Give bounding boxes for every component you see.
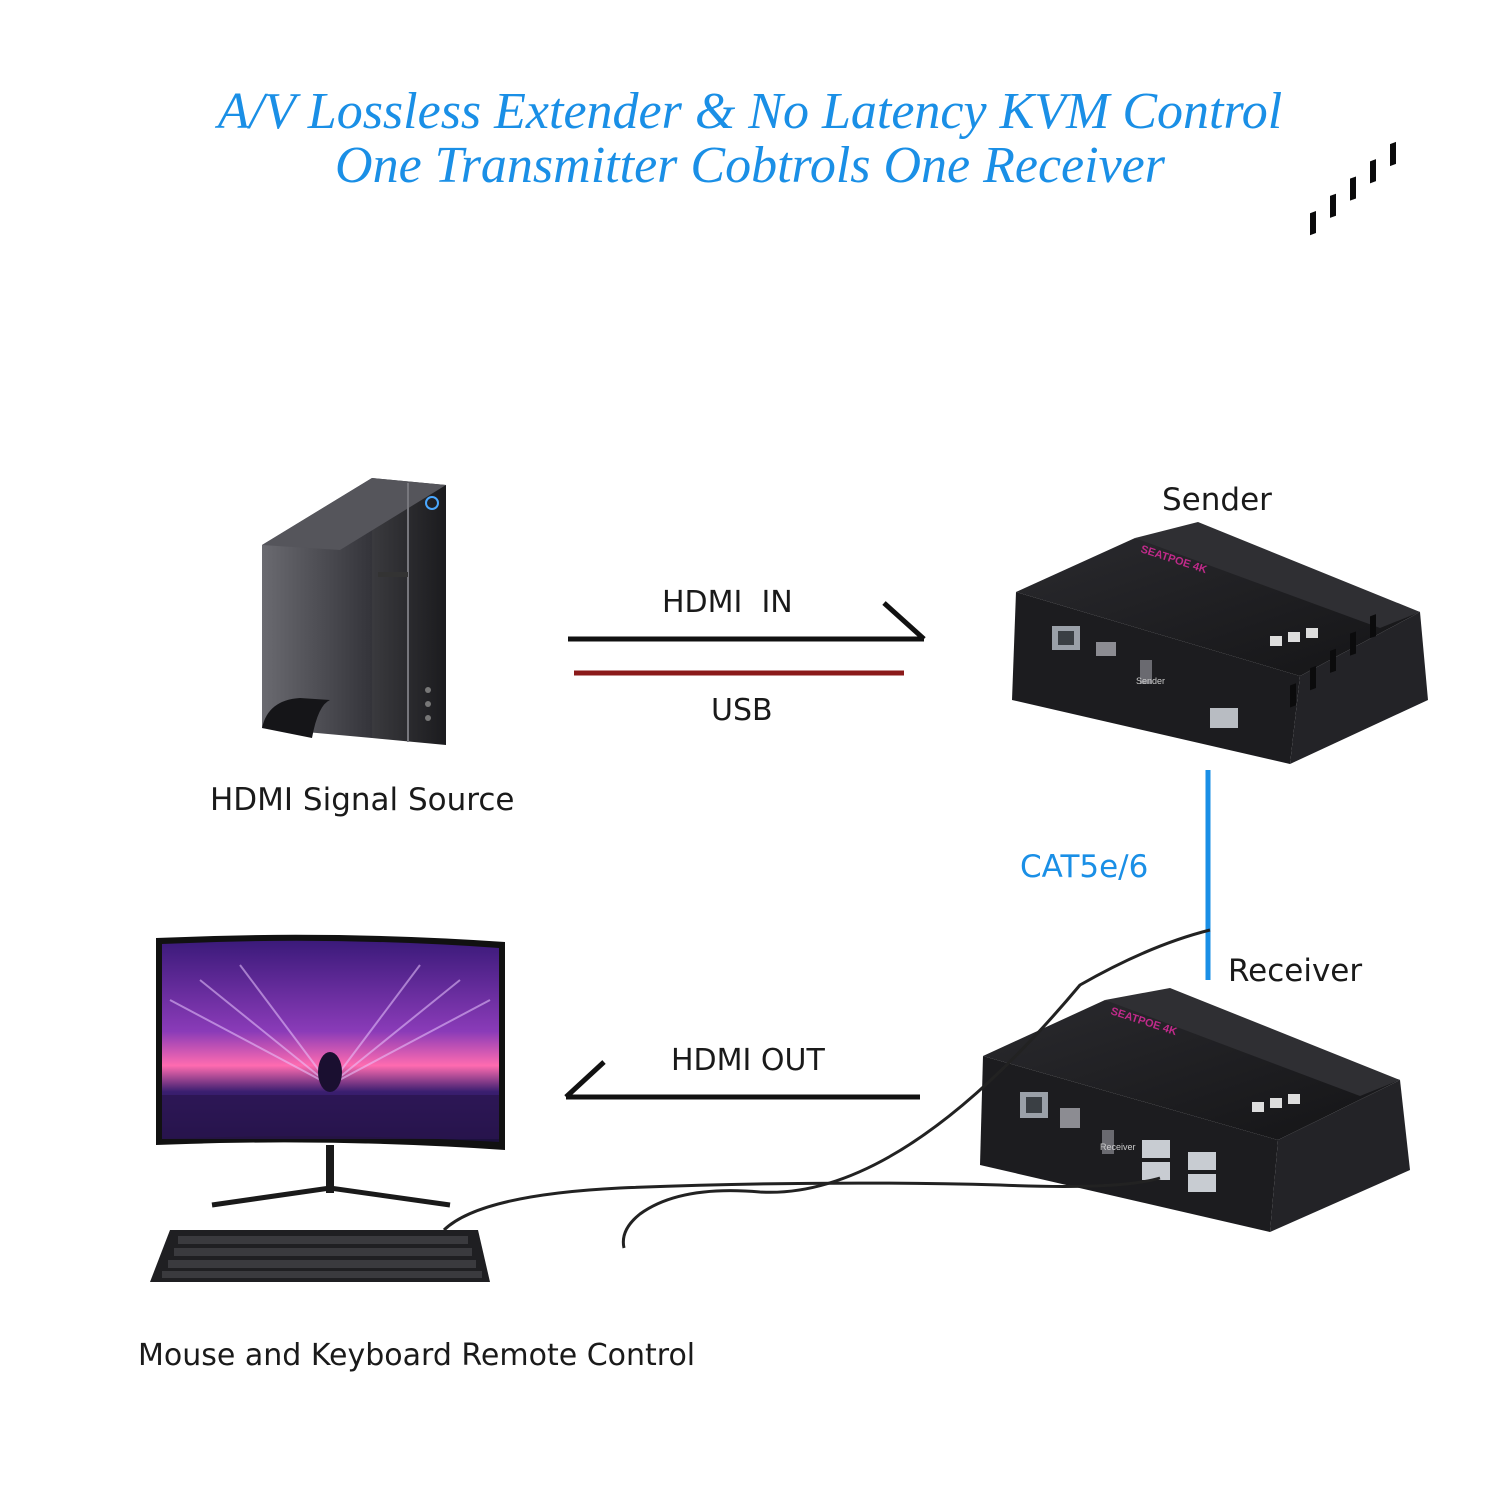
cable-label: CAT5e/6 (1020, 849, 1149, 885)
sender-label: Sender (1162, 482, 1272, 518)
sender-model-text: Sender (1136, 676, 1165, 686)
pc-tower (262, 478, 446, 745)
hdmi-in-arrow (568, 601, 926, 642)
receiver-model-text: Receiver (1100, 1142, 1136, 1152)
receiver-device: SEATPOE 4K Receiver (980, 614, 1410, 1232)
hdmi-out-arrow (564, 1060, 920, 1100)
receiver-label: Receiver (1228, 953, 1363, 989)
sender-device: SEATPOE 4K Sender (1012, 141, 1428, 764)
peripherals-label: Mouse and Keyboard Remote Control (138, 1338, 696, 1373)
monitor (156, 934, 505, 1208)
keyboard (150, 1230, 490, 1282)
hdmi-in-label: HDMI IN (662, 585, 793, 620)
title-line-2: One Transmitter Cobtrols One Receiver (335, 137, 1165, 194)
source-label: HDMI Signal Source (210, 782, 515, 818)
mouse-cable (621, 928, 1211, 1249)
usb-label: USB (711, 693, 773, 728)
keyboard-cable (442, 1176, 1161, 1232)
title-line-1: A/V Lossless Extender & No Latency KVM C… (217, 83, 1283, 140)
hdmi-out-label: HDMI OUT (671, 1043, 825, 1078)
